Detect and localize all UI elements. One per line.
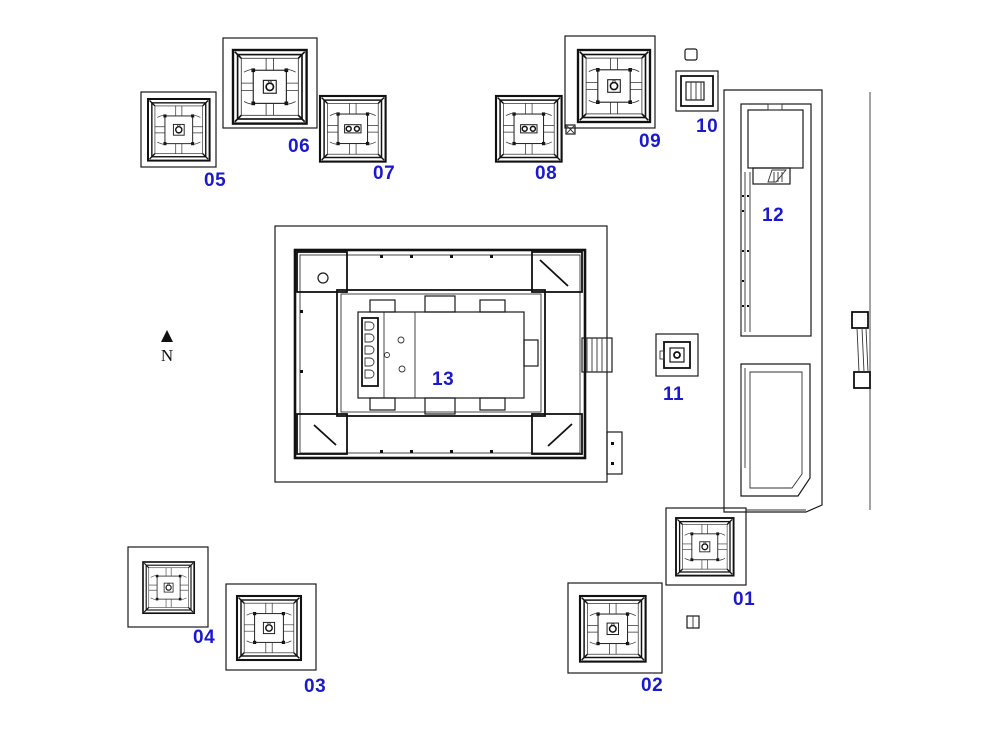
label-09: 09 [639, 131, 662, 152]
structure-07[interactable] [318, 94, 387, 163]
structure-06[interactable] [222, 37, 318, 129]
label-08: 08 [535, 163, 558, 184]
north-arrow-icon [161, 330, 173, 342]
label-03: 03 [304, 676, 327, 697]
label-02: 02 [641, 675, 664, 696]
structure-11[interactable] [655, 333, 699, 377]
structure-02[interactable] [567, 582, 700, 674]
north-label: N [160, 346, 174, 365]
label-05: 05 [204, 170, 227, 191]
structure-08[interactable] [494, 94, 563, 163]
structure-05[interactable] [140, 91, 217, 168]
label-11: 11 [663, 384, 685, 405]
label-13: 13 [432, 369, 455, 390]
structure-09[interactable] [564, 35, 656, 135]
north-indicator: N [158, 330, 176, 366]
structure-13[interactable] [274, 225, 623, 483]
label-10: 10 [696, 116, 719, 137]
label-07: 07 [373, 163, 396, 184]
structure-12[interactable] [723, 89, 871, 513]
structure-03[interactable] [225, 583, 317, 671]
structure-10[interactable] [675, 48, 719, 112]
label-06: 06 [288, 136, 311, 157]
label-04: 04 [193, 627, 216, 648]
label-01: 01 [733, 589, 756, 610]
label-12: 12 [762, 205, 785, 226]
structure-01[interactable] [665, 507, 806, 586]
structure-04[interactable] [127, 546, 209, 628]
